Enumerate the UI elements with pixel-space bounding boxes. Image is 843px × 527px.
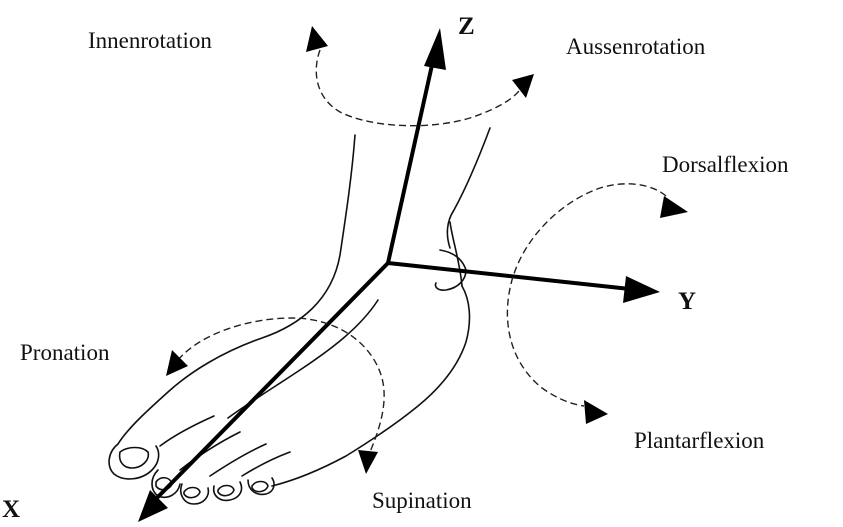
innenrotation-label: Innenrotation <box>88 28 212 53</box>
y-axis-label: Y <box>678 288 696 315</box>
z-axis-line <box>388 56 434 263</box>
foot-illustration <box>109 128 490 504</box>
shin-right-line <box>447 128 490 248</box>
dorsalflexion-label: Dorsalflexion <box>662 152 789 177</box>
labels: Z Y X Innenrotation Aussenrotation Dorsa… <box>2 13 789 523</box>
shin-left-line <box>118 135 355 444</box>
dorsalflexion-arrowhead <box>660 196 688 218</box>
innenrotation-arrowhead <box>306 26 328 52</box>
toe-crease-3 <box>210 444 266 476</box>
aussenrotation-label: Aussenrotation <box>566 34 706 59</box>
big-toenail <box>120 448 149 469</box>
toe-crease-1 <box>160 416 214 446</box>
x-axis-arrowhead <box>138 490 168 522</box>
toe-4-nail <box>218 486 234 496</box>
pronation-label: Pronation <box>20 340 110 365</box>
pronation-supination-arc <box>178 318 384 452</box>
x-axis-line <box>150 263 388 505</box>
supination-label: Supination <box>372 488 472 513</box>
y-axis-line <box>388 263 630 289</box>
x-axis-label: X <box>2 496 20 523</box>
supination-arrowhead <box>358 450 378 474</box>
pronation-arrowhead <box>166 350 188 376</box>
big-toe <box>109 444 159 479</box>
coordinate-axes <box>138 28 660 522</box>
z-axis-label: Z <box>458 13 475 40</box>
y-axis-arrowhead <box>623 276 660 303</box>
plantarflexion-label: Plantarflexion <box>634 428 765 453</box>
toe-crease-4 <box>242 452 290 476</box>
toe-3-nail <box>184 488 200 498</box>
plantarflexion-arrowhead <box>584 400 608 424</box>
z-axis-arrowhead <box>424 28 446 70</box>
toe-5-nail <box>252 482 268 492</box>
